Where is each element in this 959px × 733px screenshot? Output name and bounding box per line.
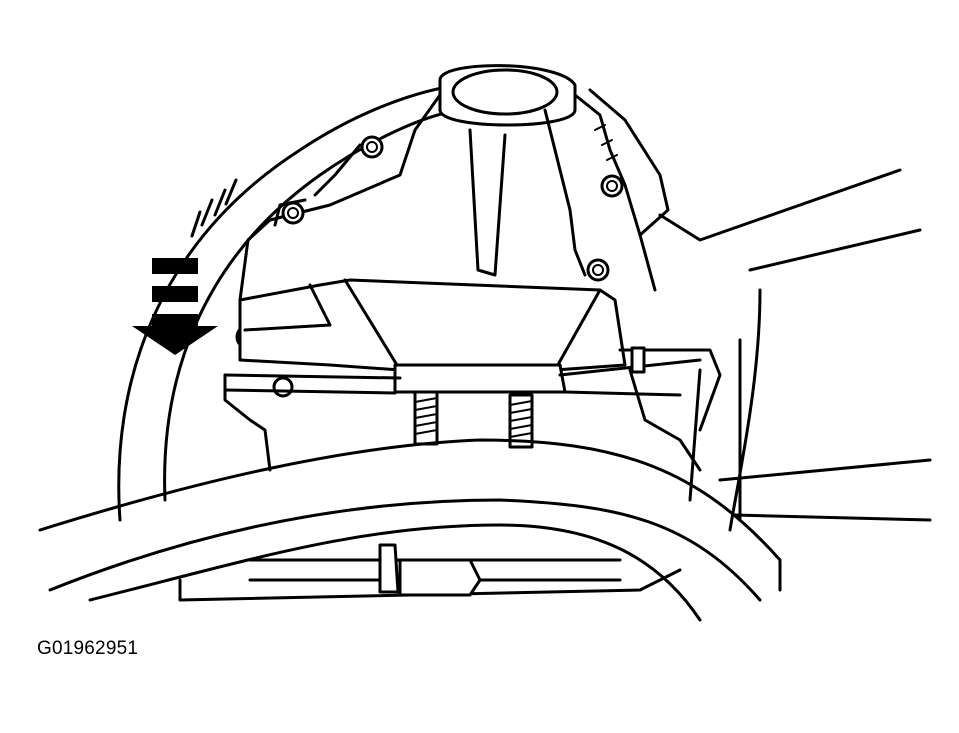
lower-housing xyxy=(223,346,722,502)
right-frame xyxy=(658,168,922,532)
crossmember xyxy=(38,438,932,622)
downward-arrow-icon xyxy=(132,258,218,355)
transmission-mount xyxy=(223,278,702,397)
figure-id-label: G01962951 xyxy=(37,638,139,659)
mount-studs xyxy=(413,390,534,449)
transmission-housing xyxy=(238,64,670,302)
